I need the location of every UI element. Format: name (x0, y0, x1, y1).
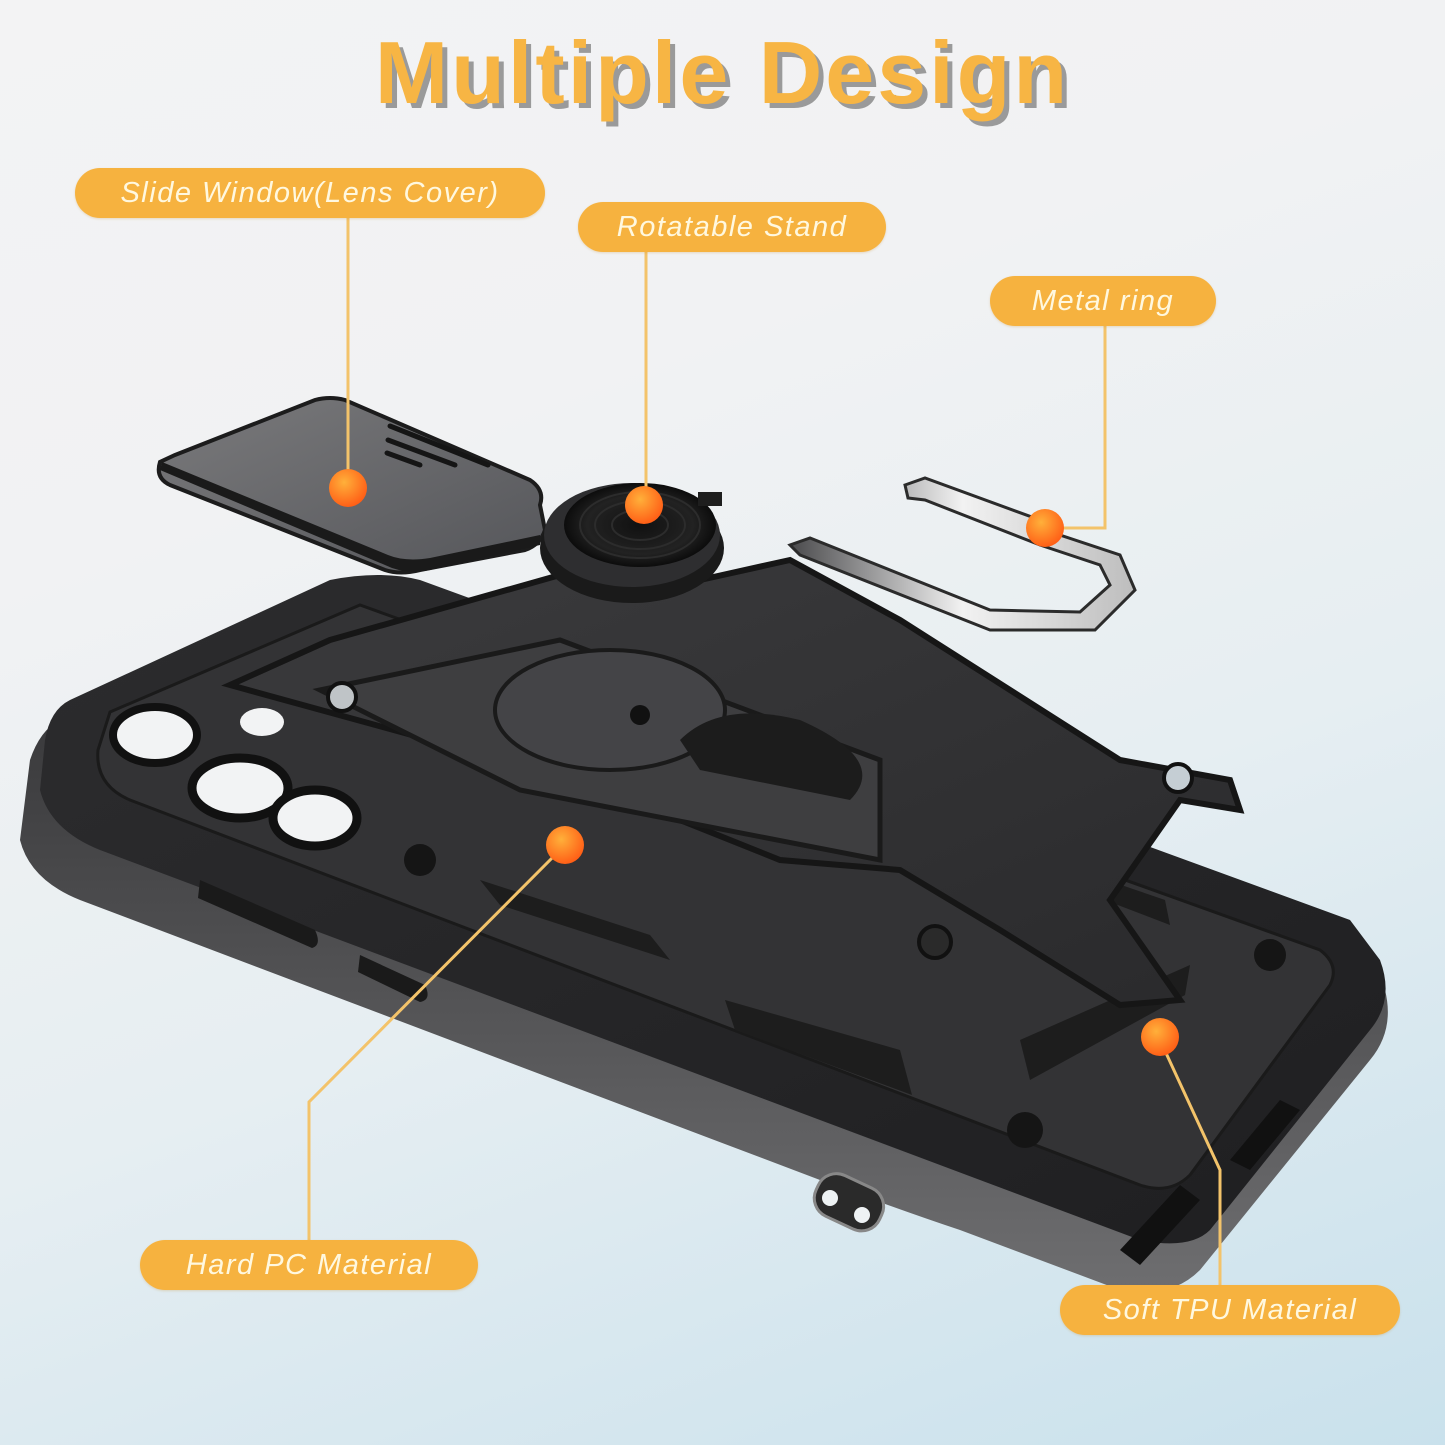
camera-cutout-1 (109, 703, 201, 767)
armor-plate (221, 556, 1245, 1009)
marker-metal-ring (1026, 509, 1064, 547)
case-body (20, 575, 1388, 1293)
callout-metal-ring: Metal ring (990, 276, 1216, 326)
camera-cutout-3 (268, 785, 362, 851)
connector-lines (307, 217, 1222, 1285)
marker-slide-window (329, 469, 367, 507)
camera-cutout-2 (187, 753, 293, 823)
page-title: Multiple Design (374, 23, 1071, 122)
rotatable-stand-disc (540, 483, 724, 603)
marker-soft-tpu (1141, 1018, 1179, 1056)
marker-hard-pc (546, 826, 584, 864)
grip-pad (480, 880, 670, 960)
side-button-2 (358, 955, 428, 1002)
side-button-1 (198, 880, 318, 948)
callout-rotatable-stand: Rotatable Stand (578, 202, 886, 252)
marker-rotatable-stand (625, 486, 663, 524)
callout-soft-tpu-material: Soft TPU Material (1060, 1285, 1400, 1335)
mount-post (404, 844, 436, 876)
mount-post (1254, 939, 1286, 971)
callout-slide-window: Slide Window(Lens Cover) (75, 168, 545, 218)
grip-pad (725, 1000, 912, 1095)
callout-hard-pc-material: Hard PC Material (140, 1240, 478, 1290)
flash-cutout (240, 708, 284, 736)
mount-post (1007, 1112, 1043, 1148)
